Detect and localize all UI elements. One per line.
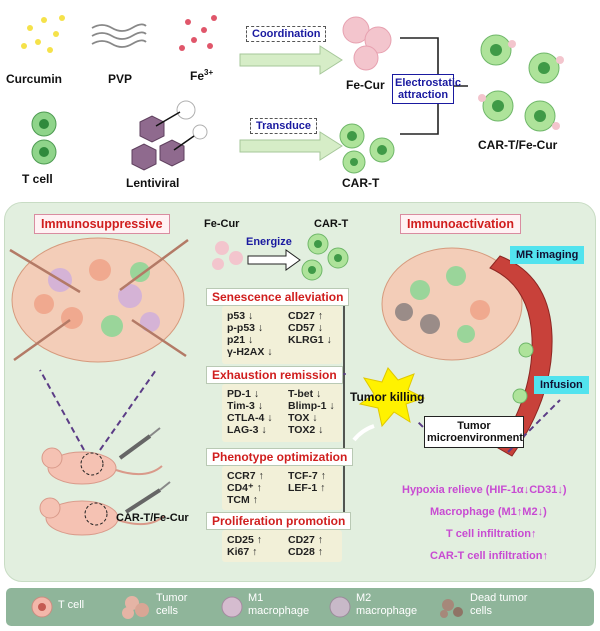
marker: KLRG1 ↓: [288, 334, 332, 346]
marker: p53 ↓: [227, 310, 254, 322]
marker: CD4⁺ ↑: [227, 482, 262, 494]
lentiviral-icon: [131, 100, 208, 171]
marker: CTLA-4 ↓: [227, 412, 273, 424]
immunosuppressive-title: Immunosuppressive: [34, 214, 170, 234]
car-t-middle-label: CAR-T: [314, 218, 349, 230]
t-cell-label: T cell: [22, 172, 53, 186]
marker: CD28 ↑: [288, 546, 324, 558]
legend-t-cell-label: T cell: [58, 599, 85, 611]
legend-dead-icon: [440, 599, 463, 618]
section-title-senescence: Senescence alleviation: [206, 288, 350, 306]
fe-cur-label: Fe-Cur: [346, 78, 385, 92]
t-cell-icon: [31, 111, 57, 165]
section-title-exhaustion: Exhaustion remission: [206, 366, 343, 384]
curved-arrow: [352, 424, 375, 442]
fe3-icon: [179, 15, 217, 51]
effect-t-cell: T cell infiltration↑: [446, 528, 537, 540]
energize-cells-icon: [212, 233, 349, 281]
section-title-proliferation: Proliferation promotion: [206, 512, 352, 530]
marker: PD-1 ↓: [227, 388, 260, 400]
marker: CD27 ↑: [288, 310, 324, 322]
mr-imaging-badge: MR imaging: [510, 246, 585, 264]
marker: p21 ↓: [227, 334, 254, 346]
effect-car-t: CAR-T cell infiltration↑: [430, 550, 548, 562]
tumor-right-icon: [381, 247, 523, 361]
marker: p-p53 ↓: [227, 322, 264, 334]
marker: TOX ↓: [288, 412, 318, 424]
legend-m2-label: M2 macrophage: [356, 592, 418, 617]
mouse-lower-icon: [39, 497, 165, 536]
car-t-fe-cur-cells-icon: [478, 34, 564, 132]
syringe-upper-icon: [118, 427, 161, 460]
lentiviral-label: Lentiviral: [126, 176, 180, 190]
tumor-killing-label: Tumor killing: [350, 390, 425, 404]
legend-tumor-cells-icon: [122, 596, 149, 619]
curcumin-icon: [21, 15, 65, 53]
fe-cur-particles-icon: [342, 16, 392, 71]
marker: LEF-1 ↑: [288, 482, 326, 494]
section-title-phenotype: Phenotype optimization: [206, 448, 354, 466]
effect-hypoxia: Hypoxia relieve (HIF-1α↓CD31↓): [402, 484, 567, 496]
marker: TOX2 ↓: [288, 424, 324, 436]
transduce-label: Transduce: [250, 118, 318, 134]
marker: T-bet ↓: [288, 388, 322, 400]
section-panel-exhaustion: PD-1 ↓ Tim-3 ↓ CTLA-4 ↓ LAG-3 ↓ T-bet ↓ …: [222, 384, 342, 442]
blood-vessel-icon: [489, 255, 553, 457]
car-t-cells-icon: [339, 123, 395, 174]
marker: TCF-7 ↑: [288, 470, 326, 482]
marker: Ki67 ↑: [227, 546, 258, 558]
legend-m2-icon: [329, 596, 351, 618]
energize-arrow: [247, 249, 301, 271]
legend-icons: [31, 596, 463, 619]
top-artwork: [21, 15, 564, 174]
marker: CD57 ↓: [288, 322, 324, 334]
marker: TCM ↑: [227, 494, 258, 506]
tumor-killing-star-icon: [358, 367, 426, 428]
marker: CD27 ↑: [288, 534, 324, 546]
mechanism-artwork: [9, 233, 561, 536]
legend-bar: [6, 588, 594, 626]
coordination-arrow: [239, 45, 343, 75]
section-panel-senescence: p53 ↓ p-p53 ↓ p21 ↓ γ-H2AX ↓ CD27 ↑ CD57…: [222, 306, 342, 364]
legend-t-cell-icon: [31, 596, 53, 618]
curcumin-label: Curcumin: [6, 72, 63, 86]
electrostatic-box: Electrostatic attraction: [392, 74, 461, 104]
section-panel-phenotype: CCR7 ↑ CD4⁺ ↑ TCM ↑ TCF-7 ↑ LEF-1 ↑: [222, 466, 342, 510]
marker: LAG-3 ↓: [227, 424, 267, 436]
pvp-label: PVP: [108, 72, 133, 86]
marker: γ-H2AX ↓: [227, 346, 273, 358]
infusion-badge: Infusion: [534, 376, 589, 394]
energize-label: Energize: [246, 236, 292, 248]
mouse-upper-icon: [41, 447, 163, 485]
tumor-microenv-box: Tumor microenvironment: [424, 416, 524, 448]
car-t-fe-cur-label: CAR-T/Fe-Cur: [478, 138, 558, 152]
fe3-label: Fe3+: [190, 68, 214, 83]
immunoactivation-title: Immunoactivation: [400, 214, 521, 234]
legend-m1-label: M1 macrophage: [248, 592, 310, 617]
legend-m1-icon: [221, 596, 243, 618]
transduce-arrow: [239, 131, 343, 161]
car-t-label: CAR-T: [342, 176, 380, 190]
coordination-label: Coordination: [246, 26, 327, 42]
pvp-icon: [91, 23, 147, 48]
syringe-lower-icon: [124, 481, 171, 514]
effect-macrophage: Macrophage (M1↑M2↓): [430, 506, 547, 518]
mouse-label: CAR-T/Fe-Cur: [116, 512, 189, 524]
legend-tumor-label: Tumor cells: [156, 592, 188, 617]
fe-cur-middle-label: Fe-Cur: [204, 218, 240, 230]
marker: Blimp-1 ↓: [288, 400, 335, 412]
legend-dead-label: Dead tumor cells: [470, 592, 528, 617]
dashed-arrow-left: [39, 369, 85, 451]
marker: CCR7 ↑: [227, 470, 264, 482]
marker: CD25 ↑: [227, 534, 263, 546]
dashed-arrow-right: [99, 369, 157, 451]
section-panel-proliferation: CD25 ↑ Ki67 ↑ CD27 ↑ CD28 ↑: [222, 530, 342, 562]
tumor-left-icon: [9, 237, 189, 363]
marker: Tim-3 ↓: [227, 400, 263, 412]
